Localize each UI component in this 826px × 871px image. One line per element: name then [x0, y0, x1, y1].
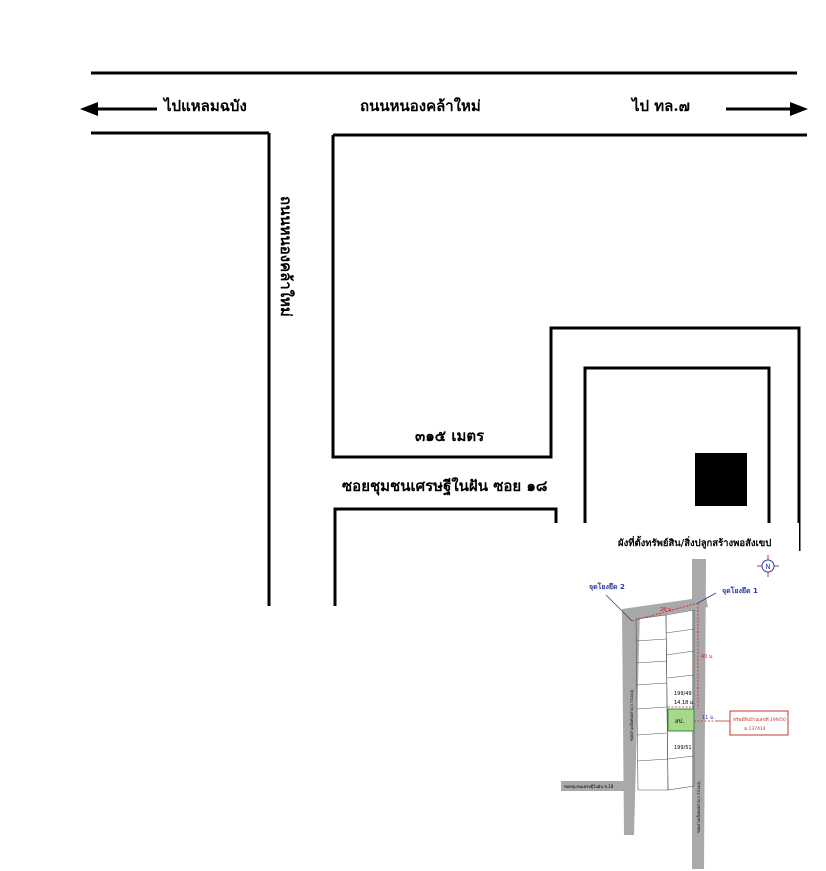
subject-plot: [667, 708, 695, 732]
dim-top-line: [631, 602, 699, 622]
right-arrow-head: [790, 102, 808, 116]
left-road-label: ซอยสามเพ็งทองสาย(ถ.73144): [628, 689, 634, 741]
soi-label: ซอยชุมชนเศรษฐีในฝัน ซอย ๑๘: [342, 477, 548, 495]
anchor1-leader: [697, 592, 717, 604]
soi-north-edge: [331, 135, 801, 551]
compass-icon: N: [757, 555, 779, 577]
compass-letter: N: [765, 563, 770, 571]
left-road: [622, 609, 640, 835]
left-arrow-head: [80, 102, 98, 116]
site-plan-inset: ผังที่ตั้งทรัพย์สิน/สิ่งปลูกสร้างพอสังเข…: [556, 523, 799, 871]
distance-label: ๓๑๕ เมตร: [415, 427, 485, 445]
callout-box: [729, 710, 789, 736]
dim-top-label: 28 ม.: [660, 607, 673, 613]
anchor1-label: จุดโยงยึด 1: [722, 586, 758, 595]
right-road-label: ซอยสามเพ็งทองสาย(ถ.73144): [695, 781, 701, 833]
plot-above-label: 199/49: [674, 691, 692, 697]
inset-title: ผังที่ตั้งทรัพย์สิน/สิ่งปลูกสร้างพอสังเข…: [618, 538, 772, 549]
right-road: [692, 559, 706, 869]
dim-right-label: 40 ม.: [701, 654, 714, 660]
dim-offset-label: 11 ม.: [702, 715, 715, 721]
bottom-road-label: ซอยชุมชนเศรษฐีในฝัน ซ.18: [564, 784, 614, 790]
subject-plot-label: สป.: [675, 718, 684, 725]
site-plan-drawing: N: [561, 555, 789, 869]
soi-south-edge: [333, 507, 558, 606]
top-connector-road: [622, 597, 708, 619]
anchor2-leader: [605, 594, 633, 622]
callout-line1: ทรัพย์สินบ้านเลขที่ 199/50: [733, 716, 786, 723]
right-arrow-label: ไป ทล.๗: [632, 97, 690, 115]
vertical-road-label: ถนนหนองคล้าใหม่: [277, 196, 295, 317]
main-road-label: ถนนหนองคล้าใหม่: [360, 97, 481, 115]
property-outline: [583, 366, 771, 551]
plot-grid: [635, 609, 695, 791]
dim-width-label: 14.18 ม.: [674, 700, 695, 706]
bottom-road: [561, 781, 626, 791]
anchor2-label: จุดโยงยึด 2: [589, 582, 625, 591]
callout-line2: ฉ.137414: [744, 726, 766, 732]
property-marker: [695, 453, 747, 506]
plot-below-label: 199/51: [674, 745, 692, 751]
left-arrow-label: ไปแหลมฉบัง: [164, 97, 247, 115]
